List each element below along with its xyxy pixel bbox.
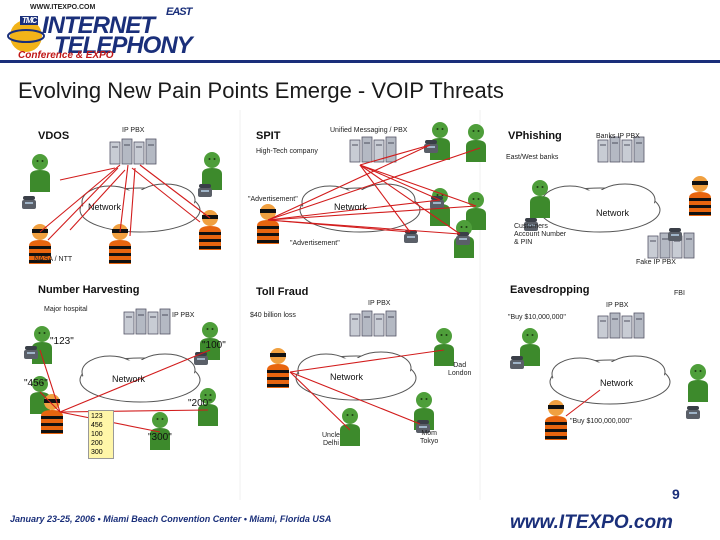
harvest-hacker: [41, 394, 63, 434]
harvest-phone-1: [24, 346, 38, 359]
toll-uncle-label: Uncle Delhi: [322, 432, 340, 447]
spit-network-label: Network: [334, 202, 368, 212]
eaves-attack-lines: [565, 389, 601, 417]
logo-telephony: TELEPHONY: [54, 32, 193, 59]
vdos-attack-lines: [39, 164, 211, 241]
vdos-title: VDOS: [38, 130, 70, 142]
eaves-phone-left: [510, 356, 524, 369]
harvest-200-label: "200": [188, 398, 212, 409]
harvest-hospital-label: Major hospital: [44, 306, 88, 313]
list-item: 300: [91, 449, 103, 456]
toll-network-label: Network: [330, 372, 364, 382]
list-item: 123: [91, 413, 103, 420]
logo-internet: INTERNET: [42, 12, 155, 39]
vdos-nasa-label: NASA / NTT: [34, 256, 73, 263]
list-item: 100: [91, 431, 103, 438]
vphish-title: VPhishing: [508, 130, 562, 142]
eaves-pbx-server: [597, 312, 645, 339]
toll-attack-lines: [289, 349, 445, 431]
vdos-network-label: Network: [88, 202, 122, 212]
toll-user-uncle: [340, 408, 360, 446]
list-item: 456: [91, 422, 103, 429]
spit-unified-label: Unified Messaging / PBX: [330, 127, 408, 134]
harvest-123-label: "123": [50, 336, 74, 347]
harvest-network-label: Network: [112, 374, 146, 384]
toll-mom-label: Mom Tokyo: [420, 430, 439, 445]
vdos-pbx-label: IP PBX: [122, 127, 145, 134]
vphish-network-label: Network: [596, 208, 630, 218]
eaves-fbi-label: FBI: [674, 290, 685, 297]
harvest-456-label: "456": [24, 378, 48, 389]
spit-phone-2: [430, 196, 444, 209]
logo-tmc: TMC: [20, 16, 39, 25]
vdos-phone-left: [22, 196, 36, 209]
toll-pbx-label: IP PBX: [368, 300, 391, 307]
eaves-buy2-label: "Buy $100,000,000": [570, 418, 632, 425]
eaves-hacker: [545, 400, 567, 440]
footer-event: January 23-25, 2006 • Miami Beach Conven…: [10, 514, 332, 524]
harvest-100-label: "100": [202, 340, 226, 351]
vphish-eastwest-label: East/West banks: [506, 154, 559, 161]
spit-hacker: [257, 204, 279, 244]
logo: TMC INTERNET EAST TELEPHONY: [6, 6, 206, 60]
vphish-banks-label: Banks IP PBX: [596, 133, 640, 140]
vdos-pbx-server: [109, 138, 157, 165]
spit-ad2-label: "Advertisement": [290, 240, 340, 247]
toll-billion-label: $40 billion loss: [250, 312, 296, 319]
harvest-pbx-label: IP PBX: [172, 312, 195, 319]
spit-attack-lines: [267, 144, 481, 235]
eaves-user-right: [688, 364, 708, 402]
toll-dad-label: Dad London: [448, 362, 472, 377]
vdos-hacker-3: [199, 210, 221, 250]
vdos-user-left: [30, 154, 50, 192]
vphish-customers-label: Customers Account Number & PIN: [514, 223, 567, 246]
eaves-title: Eavesdropping: [510, 284, 590, 296]
vphish-hacker: [689, 176, 711, 216]
eaves-buy1-label: "Buy $10,000,000": [508, 314, 566, 321]
logo-url: WWW.ITEXPO.COM: [30, 4, 96, 11]
harvested-number-list: 123 456 100 200 300: [88, 410, 114, 459]
harvest-300-label: "300": [148, 432, 172, 443]
footer-url: www.ITEXPO.com: [510, 512, 673, 533]
toll-pbx-server: [349, 310, 397, 337]
toll-user-dad: [434, 328, 454, 366]
header-rule: [0, 60, 720, 63]
spit-user-2: [466, 124, 486, 162]
toll-hacker: [267, 348, 289, 388]
spit-pbx-server: [349, 136, 397, 163]
harvest-title: Number Harvesting: [38, 284, 140, 296]
toll-title: Toll Fraud: [256, 286, 309, 298]
logo-east: EAST: [166, 6, 192, 18]
spit-ad1-label: "Advertisement": [248, 196, 298, 203]
page-title: Evolving New Pain Points Emerge - VOIP T…: [18, 78, 504, 103]
eaves-phone-right: [686, 406, 700, 419]
page-number: 9: [672, 486, 680, 502]
eaves-pbx-label: IP PBX: [606, 302, 629, 309]
vphish-banks-server: [597, 136, 645, 163]
logo-subtitle: Conference & EXPO: [18, 50, 114, 61]
vphish-user: [530, 180, 550, 218]
list-item: 200: [91, 440, 103, 447]
globe-icon: [7, 20, 45, 52]
vphish-fake-phone: [668, 228, 682, 241]
eaves-network-label: Network: [600, 378, 634, 388]
vdos-phone-right: [198, 184, 212, 197]
spit-title: SPIT: [256, 130, 281, 142]
harvest-pbx-server: [123, 308, 171, 335]
vphish-fake-label: Fake IP PBX: [636, 259, 676, 266]
spit-hightech-label: High-Tech company: [256, 148, 318, 155]
